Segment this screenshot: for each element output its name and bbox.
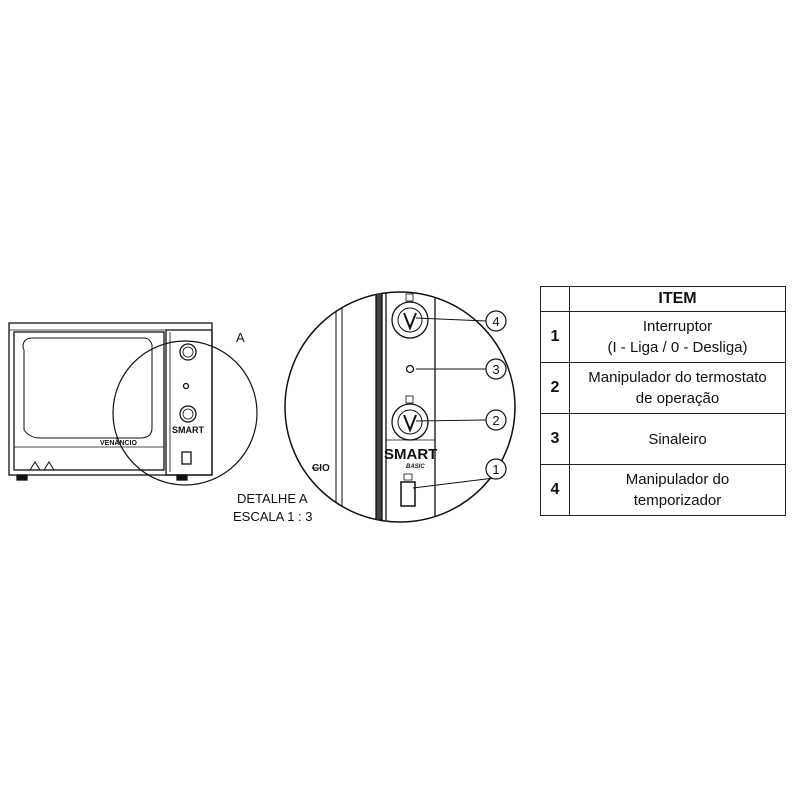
item-table-header-row: ITEM — [540, 286, 786, 312]
detail-caption-scale: ESCALA 1 : 3 — [233, 509, 313, 524]
detail-letter: A — [236, 330, 245, 345]
item-description: Interruptor (I - Liga / 0 - Desliga) — [569, 311, 786, 363]
indicator-light — [405, 364, 415, 374]
svg-text:1: 1 — [492, 462, 499, 477]
enlarged-panel-view — [312, 292, 436, 521]
panel-logo-enlarged: SMART — [384, 446, 437, 463]
table-row: 1 Interruptor (I - Liga / 0 - Desliga) — [540, 311, 786, 363]
item-table-header: ITEM — [569, 286, 786, 312]
oven-door — [13, 331, 165, 471]
indicator-light-small — [182, 382, 190, 390]
oven-front-view — [8, 322, 213, 481]
item-description: Sinaleiro — [569, 413, 786, 465]
power-switch — [400, 481, 416, 507]
thermostat-knob-small — [179, 405, 197, 423]
item-number: 4 — [540, 464, 570, 516]
svg-text:2: 2 — [492, 413, 499, 428]
detail-circle-small — [112, 340, 258, 486]
timer-knob-small — [179, 343, 197, 361]
detail-circle-enlarged — [284, 291, 516, 523]
svg-text:4: 4 — [492, 314, 499, 329]
enlarged-side-text: CIO — [312, 463, 330, 474]
panel-logo-small: SMART — [172, 425, 204, 435]
table-row: 2 Manipulador do termostato de operação — [540, 362, 786, 414]
callout-3: 3 — [485, 358, 507, 380]
item-table-corner — [540, 286, 570, 312]
item-description: Manipulador do termostato de operação — [569, 362, 786, 414]
item-description: Manipulador do temporizador — [569, 464, 786, 516]
oven-control-panel — [165, 329, 213, 476]
svg-text:3: 3 — [492, 362, 499, 377]
timer-knob — [391, 301, 429, 339]
item-number: 1 — [540, 311, 570, 363]
table-row: 4 Manipulador do temporizador — [540, 464, 786, 516]
item-number: 2 — [540, 362, 570, 414]
callout-4: 4 — [485, 310, 507, 332]
oven-window — [22, 337, 153, 439]
panel-sub-enlarged: BASIC — [406, 464, 425, 470]
thermostat-knob — [391, 403, 429, 441]
item-number: 3 — [540, 413, 570, 465]
callout-2: 2 — [485, 409, 507, 431]
table-row: 3 Sinaleiro — [540, 413, 786, 465]
item-table: ITEM 1 Interruptor (I - Liga / 0 - Desli… — [540, 286, 786, 516]
detail-caption-title: DETALHE A — [237, 491, 308, 506]
callout-1: 1 — [485, 458, 507, 480]
switch-small — [181, 451, 192, 465]
leader-lines — [412, 317, 495, 489]
